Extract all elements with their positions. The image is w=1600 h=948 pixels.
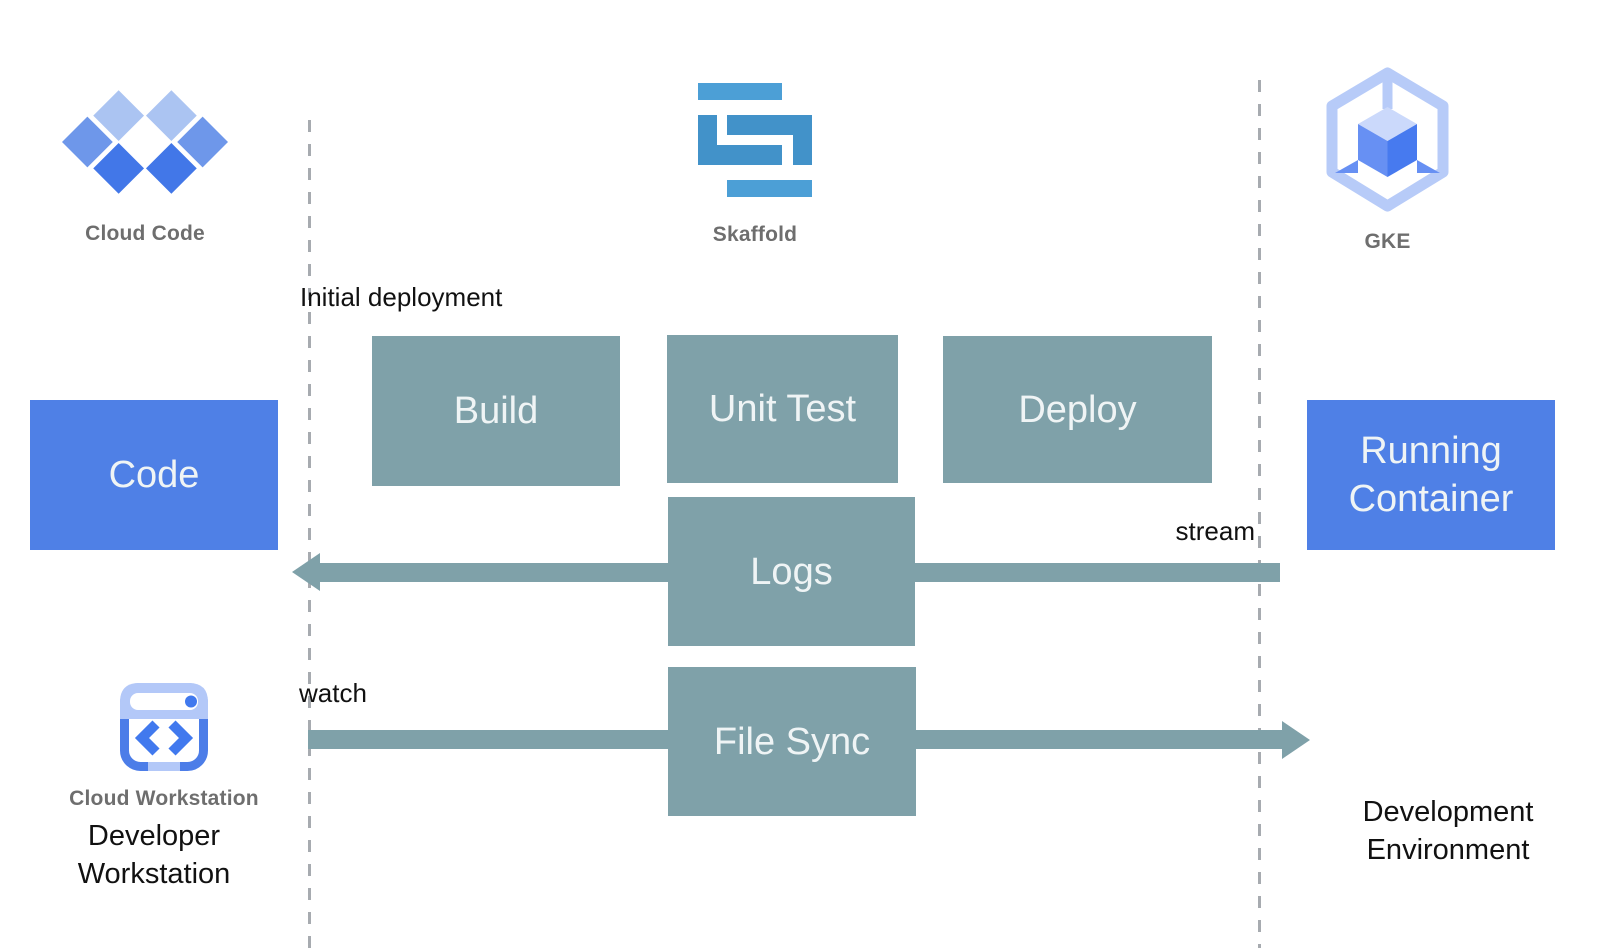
initial-deployment-label: Initial deployment	[300, 282, 503, 312]
deploy-box: Deploy	[943, 336, 1212, 483]
code-box: Code	[30, 400, 278, 550]
cloud-code-tool: Cloud Code	[40, 88, 250, 246]
skaffold-tool: Skaffold	[660, 83, 850, 247]
developer-workstation-label: Developer Workstation	[77, 820, 231, 890]
lane-divider-right	[1258, 80, 1261, 948]
skaffold-icon	[698, 83, 812, 197]
file-sync-box: File Sync	[668, 667, 916, 816]
stream-arrow-head-left	[292, 553, 320, 591]
gke-tool: GKE	[1310, 67, 1465, 254]
unit-test-box: Unit Test	[667, 335, 898, 483]
cloud-workstation-label: Cloud Workstation	[69, 787, 259, 810]
gke-label: GKE	[1364, 230, 1411, 253]
cloud-code-label: Cloud Code	[85, 222, 205, 245]
cloud-code-icon	[62, 90, 228, 194]
skaffold-label: Skaffold	[712, 223, 798, 246]
stream-label: stream	[1175, 516, 1255, 546]
watch-label: watch	[299, 678, 367, 708]
gke-icon	[1326, 67, 1449, 212]
build-box: Build	[372, 336, 620, 486]
development-environment-label: Development Environment	[1362, 796, 1534, 866]
logs-box: Logs	[668, 497, 915, 646]
lane-divider-left	[308, 120, 311, 948]
watch-arrow-head-right	[1282, 721, 1310, 759]
cloud-workstation-icon	[120, 683, 208, 771]
cloud-workstation-tool: Cloud Workstation	[57, 683, 271, 811]
running-container-box: Running Container	[1307, 400, 1555, 550]
